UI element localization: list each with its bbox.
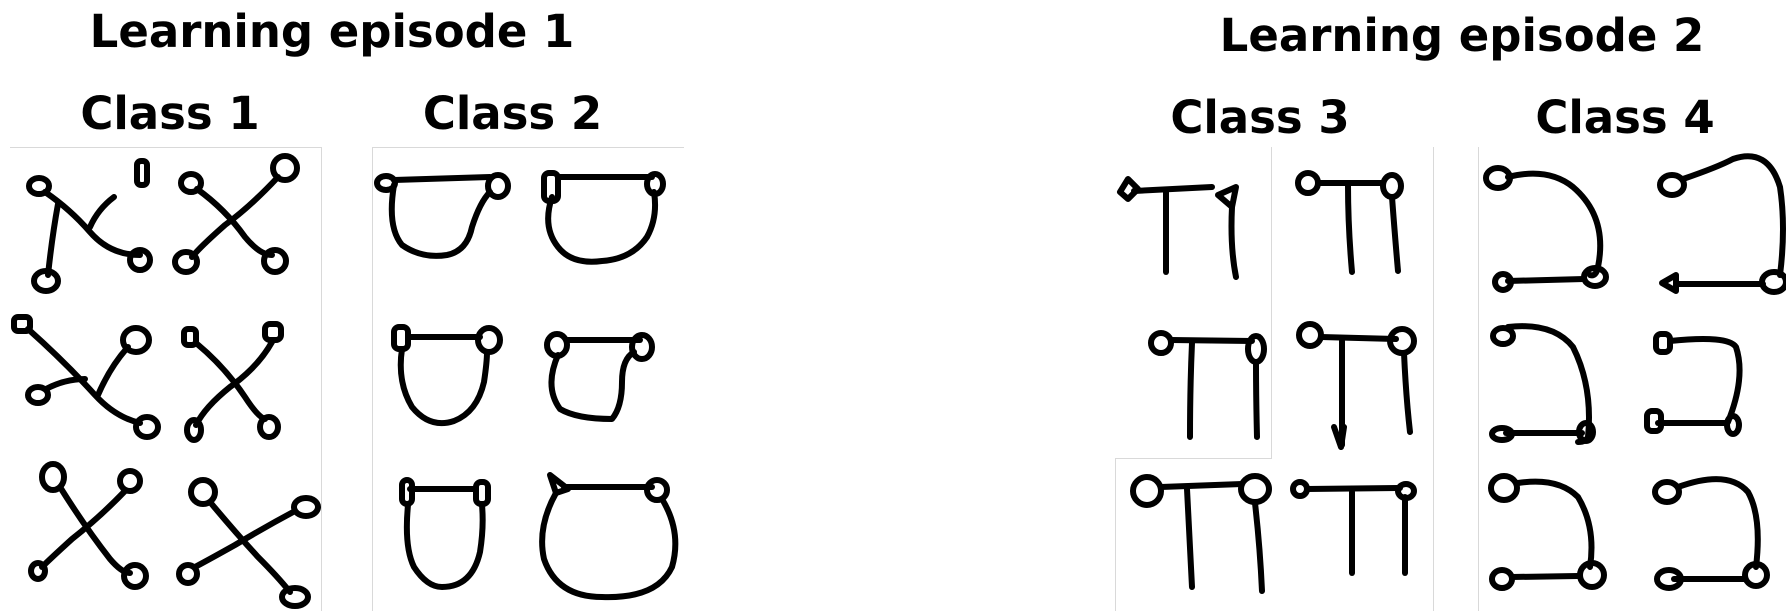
class-2-label: Class 2: [400, 88, 625, 140]
class-3-label: Class 3: [1160, 92, 1360, 144]
class-1-sample-5: [31, 464, 146, 587]
class-3-samples: [1112, 147, 1434, 611]
class-2-samples: [372, 147, 684, 611]
class-3-sample-1: [1120, 179, 1236, 277]
class-4-sample-2: [1660, 156, 1786, 292]
class-2-sample-1: [377, 175, 508, 256]
class-2-sample-5: [402, 480, 488, 587]
class-4-sample-5: [1491, 476, 1604, 588]
class-3-sample-6: [1293, 482, 1414, 573]
class-4-sample-6: [1655, 479, 1767, 588]
class-2-sample-4: [547, 334, 652, 419]
class-4-sample-4: [1647, 334, 1740, 434]
class-1-sample-2: [175, 156, 297, 272]
class-3-sample-4: [1299, 324, 1414, 447]
class-1-label: Class 1: [60, 88, 280, 140]
class-3-sample-2: [1298, 173, 1401, 272]
class-1-sample-1: [29, 161, 150, 291]
class-1-sample-4: [184, 324, 281, 440]
class-2-sample-6: [542, 475, 675, 597]
episode-2-title: Learning episode 2: [1202, 10, 1722, 62]
class-2-sample-2: [544, 173, 663, 262]
class-1-sample-3: [14, 317, 158, 437]
episode-1-title: Learning episode 1: [82, 6, 582, 58]
class-3-sample-5: [1133, 476, 1269, 591]
class-1-sample-6: [179, 480, 318, 606]
class-1-samples: [10, 147, 322, 611]
class-4-sample-1: [1486, 168, 1606, 290]
class-4-label: Class 4: [1520, 92, 1730, 144]
class-3-sample-3: [1151, 333, 1264, 437]
class-4-sample-3: [1492, 326, 1593, 442]
class-4-samples: [1478, 147, 1786, 611]
class-2-sample-3: [394, 327, 500, 423]
